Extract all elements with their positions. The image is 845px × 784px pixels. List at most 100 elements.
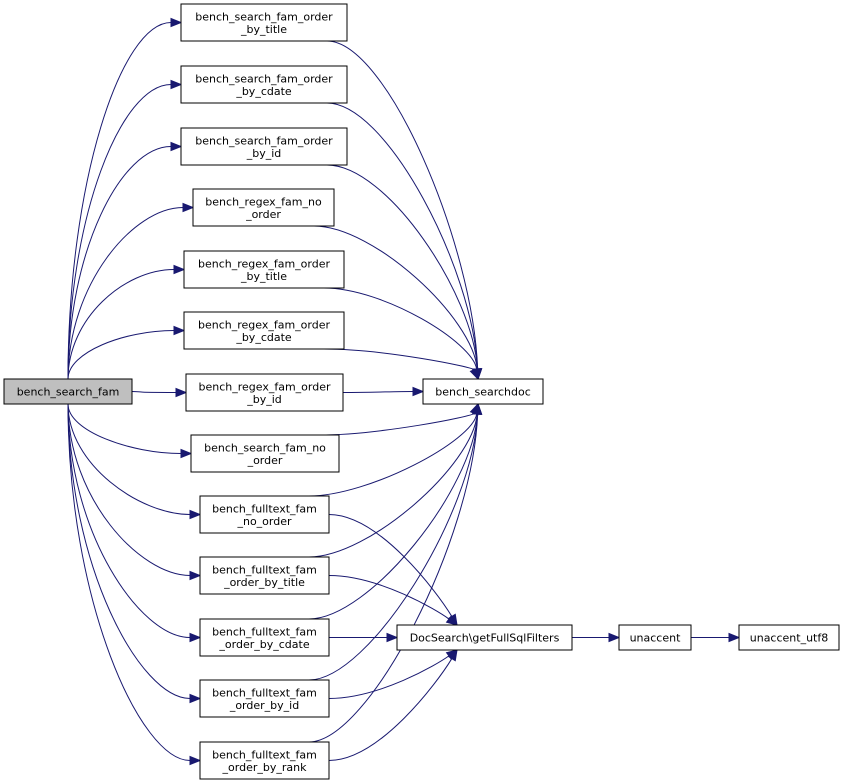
edge-n0-n1 [67,17,183,380]
node-box [180,3,348,42]
edge-line [323,287,478,370]
node-label: bench_fulltext_fam [212,502,317,515]
edge-n0-n6 [67,325,186,380]
edge-line [67,146,172,380]
node-bench-fulltext-fam-order-by-title[interactable]: bench_fulltext_fam_order_by_title [199,556,330,595]
node-box [618,624,692,651]
node-label: bench_search_fam [17,386,120,399]
node-bench-fulltext-fam-order-by-id[interactable]: bench_fulltext_fam_order_by_id [199,679,330,718]
edge-line [328,655,450,699]
edge-line [67,330,175,380]
node-label: bench_search_fam_order [195,72,333,85]
node-label: bench_search_fam_order [195,10,333,23]
edge-line [308,413,478,497]
node-bench-search-fam-order-by-cdate[interactable]: bench_search_fam_order_by_cdate [180,65,348,104]
edge-n0-n13 [67,403,202,766]
edge-arrowhead [170,17,183,28]
node-label: _order [247,454,283,467]
edge-line [308,413,478,558]
node-bench-regex-fam-order-by-title[interactable]: bench_regex_fam_order_by_title [183,250,345,289]
call-graph-edges [67,17,741,766]
edge-n0-n9 [67,403,202,520]
node-bench-fulltext-fam-order-by-cdate[interactable]: bench_fulltext_fam_order_by_cdate [199,618,330,657]
edge-n0-n11 [67,403,202,643]
node-label: _by_cdate [235,331,292,344]
edge-n6-n14 [323,348,479,381]
edge-arrowhead [189,570,202,581]
node-label: _by_title [240,23,287,36]
edge-arrowhead [189,632,202,643]
node-bench-search-fam-order-by-title[interactable]: bench_search_fam_order_by_title [180,3,348,42]
node-bench-regex-fam-order-by-id[interactable]: bench_regex_fam_order_by_id [185,373,344,412]
node-box [199,618,330,657]
node-label: _order_by_rank [222,761,308,774]
edge-n0-n5 [67,264,186,380]
node-box [422,378,544,405]
edge-n10-n14 [308,402,482,558]
node-label: _no_order [236,515,292,528]
edge-n0-n8 [67,403,193,459]
node-bench-search-fam-order-by-id[interactable]: bench_search_fam_order_by_id [180,127,348,166]
edge-line [67,22,172,380]
edge-line [131,391,177,393]
call-graph-nodes: bench_search_fambench_search_fam_order_b… [3,3,840,780]
edge-n0-n3 [67,141,183,380]
edge-n3-n14 [326,164,483,381]
node-label: bench_search_fam_order [195,134,333,147]
node-bench-search-fam-no-order[interactable]: bench_search_fam_no_order [190,434,340,473]
edge-line [308,413,479,681]
node-label: unaccent_utf8 [750,632,829,645]
node-bench-fulltext-fam-no-order[interactable]: bench_fulltext_fam_no_order [199,495,330,534]
edge-line [326,164,478,370]
node-box [180,65,348,104]
node-box [190,434,340,473]
edge-arrowhead [170,79,183,90]
edge-arrowhead [189,693,202,704]
node-bench-searchdoc[interactable]: bench_searchdoc [422,378,544,405]
edge-arrowhead [170,141,183,152]
node-bench-regex-fam-order-by-cdate[interactable]: bench_regex_fam_order_by_cdate [183,311,345,350]
node-label: _order_by_id [229,699,299,712]
node-label: _by_title [240,270,287,283]
edge-n0-n4 [67,202,195,380]
node-label: bench_fulltext_fam [212,563,317,576]
edge-arrowhead [472,402,483,415]
edge-arrowhead [728,632,741,643]
edge-n0-n12 [67,403,202,704]
edge-line [67,403,191,515]
node-label: _by_id [246,147,282,160]
node-bench-fulltext-fam-order-by-rank[interactable]: bench_fulltext_fam_order_by_rank [199,741,330,780]
edge-arrowhead [189,509,202,520]
edge-line [67,403,191,638]
edge-arrowhead [386,632,399,643]
node-box [396,624,573,651]
node-docsearch-getfullsqlfilters[interactable]: DocSearch\getFullSqlFilters [396,624,573,651]
edge-line [328,575,450,620]
node-unaccent[interactable]: unaccent [618,624,692,651]
edge-line [326,102,479,370]
node-box [199,495,330,534]
edge-line [328,658,453,761]
edge-n9-n15 [328,514,458,627]
edge-n2-n14 [326,102,483,381]
edge-arrowhead [180,448,193,459]
edge-line [328,514,453,617]
node-bench-regex-fam-no-order[interactable]: bench_regex_fam_no_order [192,188,335,227]
edge-arrowhead [608,632,621,643]
node-box [183,250,345,289]
node-box [180,127,348,166]
node-label: bench_fulltext_fam [212,625,317,638]
edge-line [323,348,475,371]
node-label: bench_searchdoc [435,386,531,399]
edge-n16-n17 [691,632,741,643]
node-label: bench_fulltext_fam [212,686,317,699]
node-unaccent-utf8[interactable]: unaccent_utf8 [738,624,840,651]
edge-n0-n2 [67,79,183,380]
node-bench-search-fam[interactable]: bench_search_fam [3,378,133,405]
node-label: _order_by_cdate [218,638,309,651]
node-label: _by_id [246,393,282,406]
edge-line [326,40,479,370]
edge-line [67,403,191,576]
edge-arrowhead [445,614,459,626]
node-box [192,188,335,227]
